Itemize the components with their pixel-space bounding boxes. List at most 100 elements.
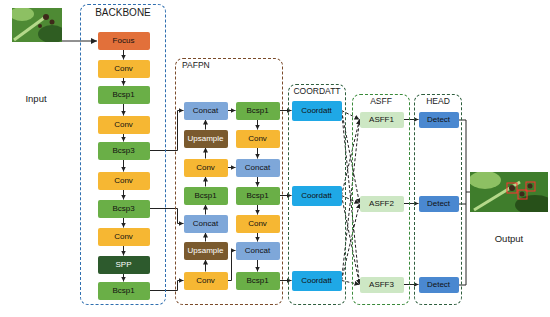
stem — [14, 18, 44, 40]
connector — [280, 110, 292, 111]
connector — [123, 274, 124, 282]
connector — [404, 119, 419, 120]
connector — [123, 190, 124, 200]
block-label: Conv — [196, 276, 215, 285]
layer-block: Detect — [419, 277, 459, 293]
connector — [123, 78, 124, 86]
layer-block: ASFF2 — [360, 196, 404, 212]
block-label: SPP — [115, 260, 131, 269]
connector — [342, 204, 360, 281]
connector — [150, 111, 184, 151]
block-label: Detect — [427, 199, 450, 208]
insect — [520, 192, 525, 197]
connector — [228, 110, 236, 111]
module-group: ASFF ASFF1ASFF2ASFF3 — [352, 94, 410, 305]
layer-block: Bcsp3 — [98, 142, 150, 160]
insect — [38, 24, 42, 28]
module-group: PAFPNConcatBcsp1UpsampleConvConvConcatBc… — [175, 58, 283, 305]
block-label: Bcsp1 — [246, 106, 268, 115]
block-label: Conv — [114, 232, 133, 241]
label-anchor: Input — [25, 93, 46, 104]
group-title: ASFF — [353, 97, 409, 107]
connector — [280, 280, 292, 281]
block-label: Bcsp1 — [112, 286, 134, 295]
connector — [150, 209, 184, 224]
layer-block: Upsample — [184, 130, 228, 148]
group-title: PAFPN — [176, 61, 282, 71]
connector — [257, 233, 258, 242]
block-label: ASFF1 — [369, 115, 394, 124]
connector — [228, 251, 236, 281]
output-bracket — [459, 120, 470, 285]
connector — [257, 120, 258, 130]
detection-box — [526, 182, 535, 191]
layer-block: Coordatt — [292, 271, 342, 291]
block-label: Concat — [245, 163, 270, 172]
insect — [528, 184, 533, 189]
layer-block: Conv — [184, 159, 228, 177]
leaf — [470, 172, 501, 189]
connector — [342, 120, 360, 281]
layer-block: Concat — [184, 215, 228, 233]
label-anchor: Output — [495, 233, 524, 244]
block-label: Coordatt — [301, 276, 332, 285]
block-label: Coordatt — [301, 106, 332, 115]
layer-block: Coordatt — [292, 186, 342, 206]
layer-block: Concat — [236, 242, 280, 260]
block-label: Bcsp3 — [112, 204, 134, 213]
layer-block: Conv — [236, 215, 280, 233]
connector — [257, 148, 258, 159]
layer-block: Bcsp1 — [236, 102, 280, 120]
block-label: ASFF3 — [369, 280, 394, 289]
leaf — [515, 195, 548, 212]
block-label: Bcsp1 — [112, 90, 134, 99]
layer-block: Conv — [98, 172, 150, 190]
layer-block: Conv — [236, 130, 280, 148]
connector — [342, 111, 360, 285]
layer-block: SPP — [98, 256, 150, 274]
connector — [257, 177, 258, 187]
layer-block: ASFF1 — [360, 112, 404, 128]
block-label: Conv — [114, 120, 133, 129]
insect — [43, 14, 49, 20]
connector — [205, 148, 206, 159]
connector — [404, 284, 419, 285]
connector — [123, 104, 124, 116]
stem — [474, 182, 520, 210]
connector — [257, 205, 258, 215]
block-label: Bcsp3 — [112, 146, 134, 155]
block-label: Bcsp1 — [246, 276, 268, 285]
output-photo — [470, 172, 548, 212]
layer-block: Conv — [98, 116, 150, 134]
connector — [123, 160, 124, 172]
image-label: Output — [495, 233, 524, 244]
layer-block: ASFF3 — [360, 277, 404, 293]
block-label: Conv — [196, 163, 215, 172]
connector — [150, 281, 184, 291]
layer-block: Bcsp1 — [98, 86, 150, 104]
leaf — [12, 8, 34, 21]
block-label: ASFF2 — [369, 199, 394, 208]
connector — [342, 196, 360, 285]
block-label: Conv — [248, 134, 267, 143]
connector — [123, 218, 124, 228]
connector — [257, 260, 258, 272]
block-label: Bcsp1 — [194, 191, 216, 200]
connector — [280, 195, 292, 196]
layer-block: Concat — [184, 102, 228, 120]
block-label: Focus — [113, 36, 135, 45]
layer-block: Detect — [419, 196, 459, 212]
connector — [342, 111, 360, 120]
block-label: Concat — [193, 106, 218, 115]
group-title: HEAD — [415, 97, 461, 107]
group-title: COORDATT — [289, 87, 345, 97]
layer-block: Bcsp1 — [184, 187, 228, 205]
layer-block: Conv — [184, 272, 228, 290]
connector — [205, 260, 206, 272]
image-label: Input — [25, 93, 46, 104]
layer-block: Bcsp1 — [98, 282, 150, 300]
connector — [205, 205, 206, 215]
connector — [123, 134, 124, 142]
module-group: HEADDetectDetectDetect — [414, 94, 462, 305]
